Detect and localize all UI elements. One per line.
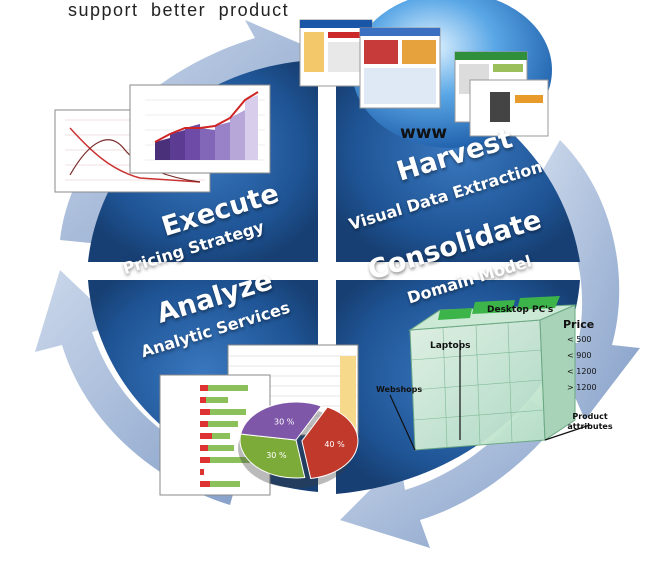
webshops-axis-label: Webshops	[376, 385, 422, 394]
analyze-charts: 40 % 30 % 30 %	[159, 344, 359, 496]
pie-label-0: 40 %	[324, 440, 345, 449]
segment-label-desktop: Desktop PC's	[487, 305, 553, 315]
pie-slice-2	[240, 401, 323, 441]
price-tick-3: > 1200	[567, 383, 597, 392]
pie-chart: 40 % 30 % 30 %	[238, 401, 359, 488]
pie-slice-0	[301, 406, 359, 480]
product-attributes-label: Product attributes	[567, 412, 613, 431]
execute-charts	[54, 84, 271, 193]
pie-slice-1	[239, 433, 306, 479]
product-attributes-label-wrap: Product attributes	[567, 412, 613, 431]
price-tick-1: < 900	[567, 351, 592, 360]
price-axis-label: Price	[563, 318, 594, 331]
globe-illustration: www	[299, 0, 552, 148]
pie-label-2: 30 %	[274, 417, 295, 426]
top-partial-text: support better product	[68, 0, 290, 20]
price-tick-2: < 1200	[567, 367, 597, 376]
arrow-left	[35, 270, 240, 505]
pie-label-1: 30 %	[266, 451, 287, 460]
segment-label-laptops: Laptops	[430, 341, 471, 351]
globe-label: www	[400, 123, 447, 143]
price-tick-0: < 500	[567, 335, 592, 344]
olap-cube: Desktop PC's Laptops Price < 500 < 900 <…	[376, 296, 613, 451]
